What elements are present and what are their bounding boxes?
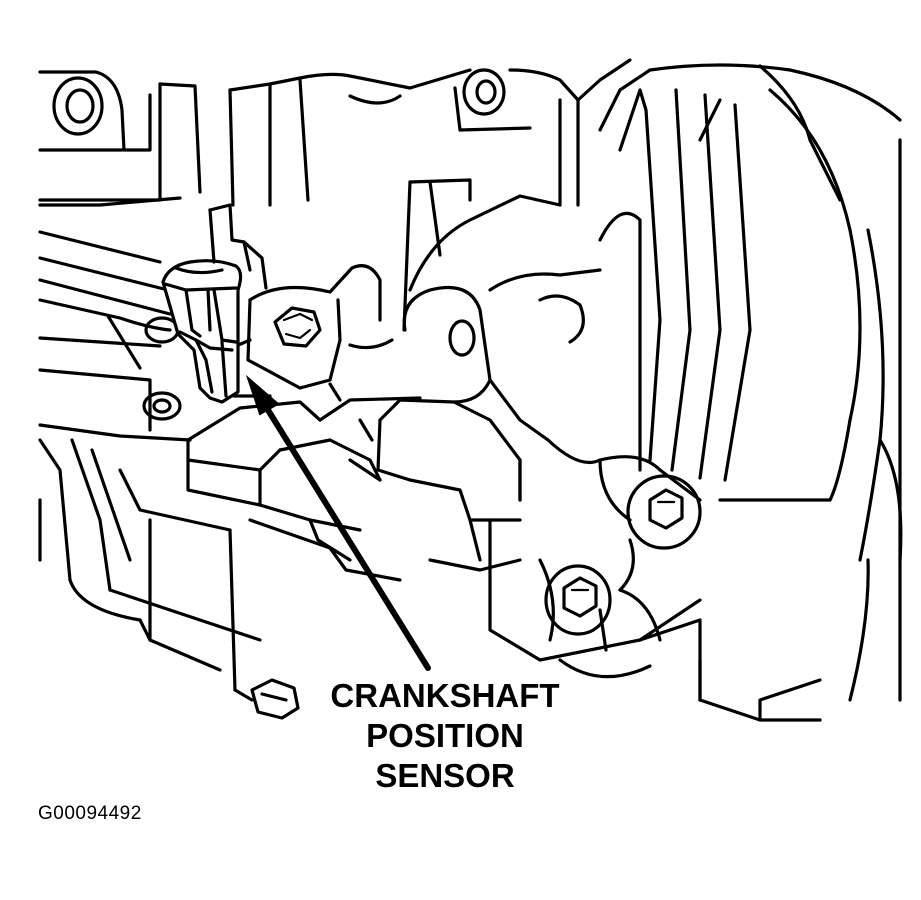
crank-pulley-area: [348, 194, 602, 562]
callout-line-1: CRANKSHAFT: [330, 677, 560, 714]
crankshaft-sensor: [161, 203, 272, 404]
callout-line-2: POSITION: [366, 717, 524, 754]
lower-right-bracket: [488, 438, 822, 722]
right-timing-cover: [598, 63, 903, 702]
mount-pad: [234, 264, 394, 402]
sensor-callout-label: CRANKSHAFT POSITION SENSOR: [300, 676, 590, 796]
figure-id: G00094492: [38, 803, 142, 824]
callout-line-3: SENSOR: [375, 757, 515, 794]
oil-pan: [38, 438, 300, 720]
leader-arrow: [245, 374, 431, 671]
left-rail: [38, 230, 192, 442]
engine-block-face: [228, 58, 652, 332]
center-bracket: [186, 396, 522, 582]
upper-left-casting: [38, 70, 202, 207]
